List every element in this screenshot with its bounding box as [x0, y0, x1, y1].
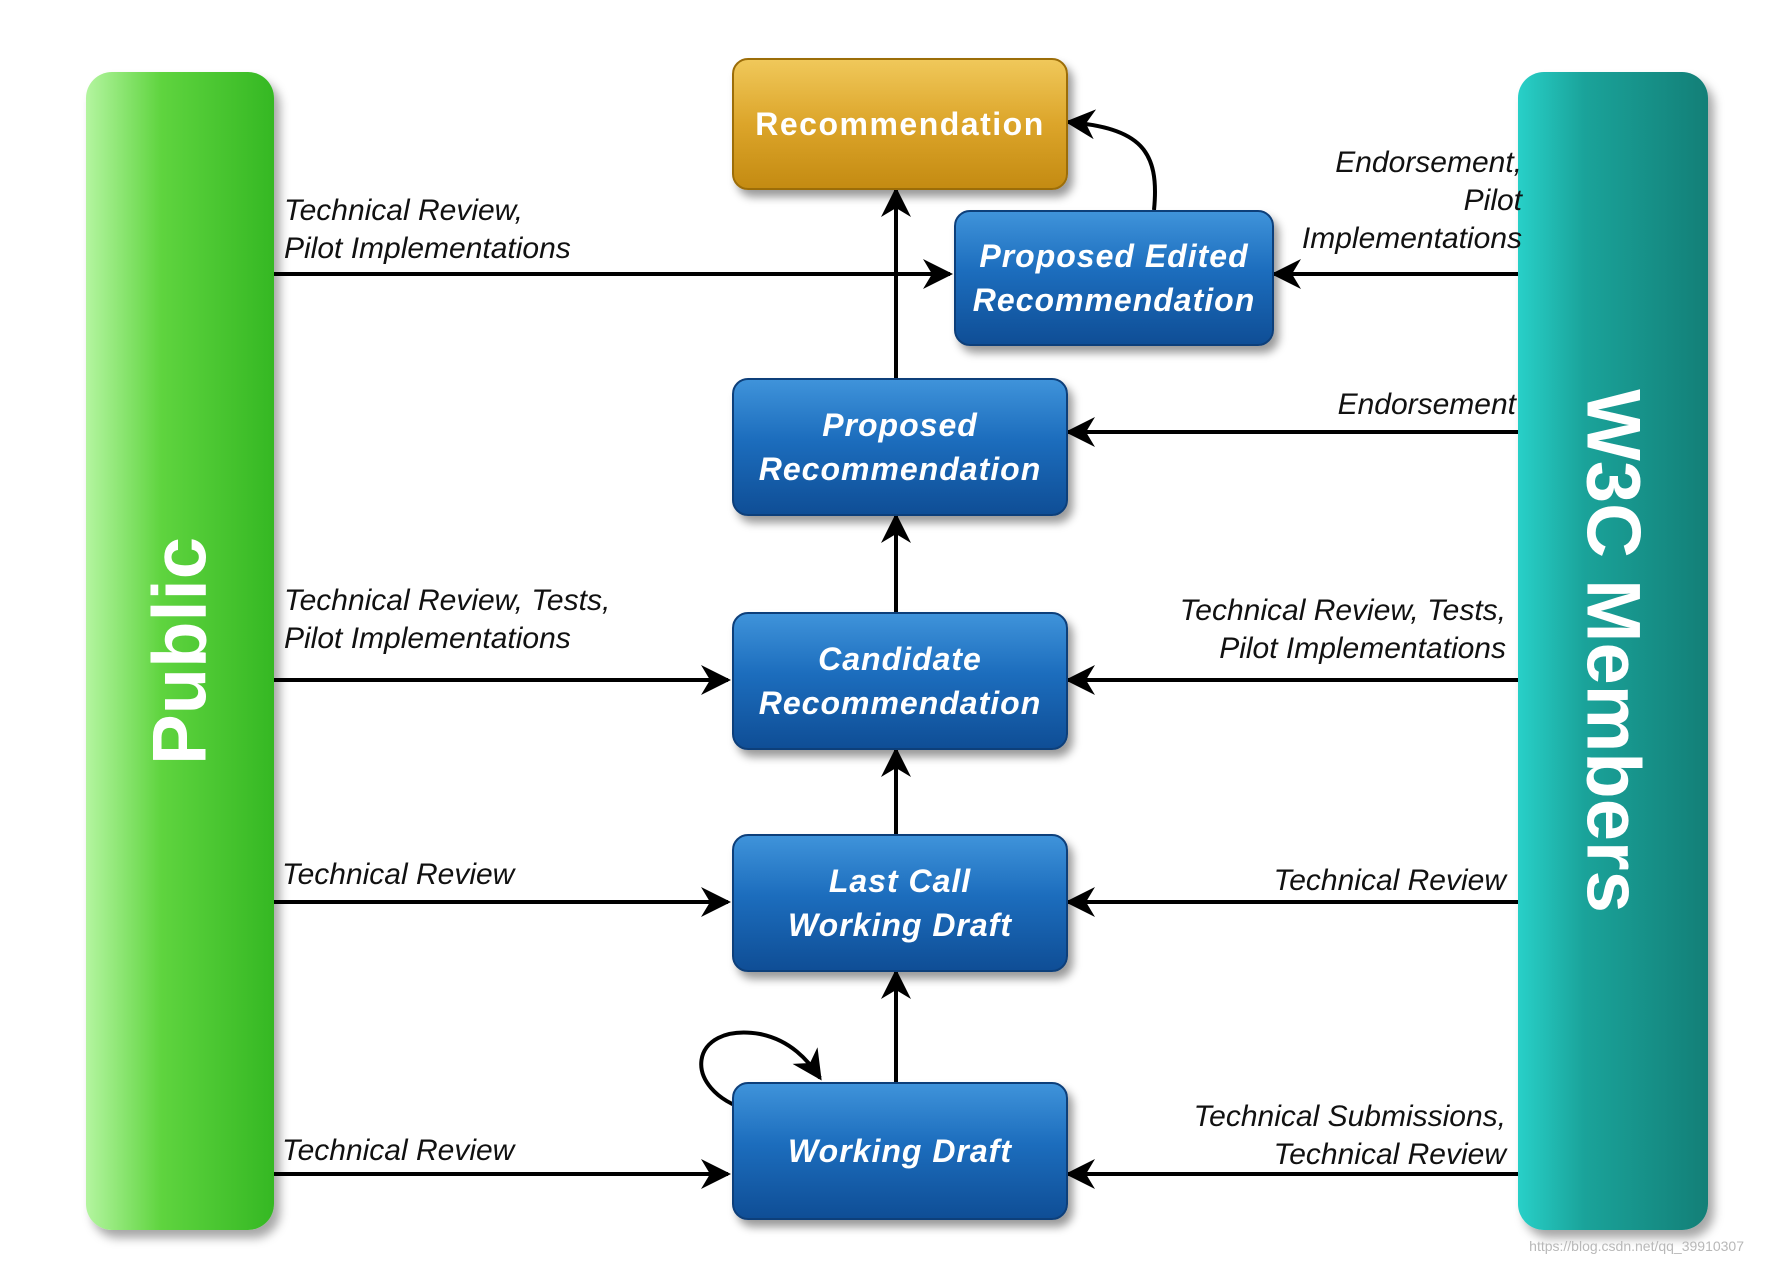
public-edge-label-last-call: Technical Review	[282, 858, 515, 891]
stage-recommendation: Recommendation	[732, 58, 1068, 190]
member-edge-label-candidate: Technical Review, Tests, Pilot Implement…	[1179, 594, 1506, 665]
public-edge-label-candidate: Technical Review, Tests, Pilot Implement…	[284, 584, 611, 655]
w3c-members-lane-label: W3C Members	[1570, 389, 1656, 913]
public-lane: Public	[86, 72, 274, 1230]
stage-working-draft: Working Draft	[732, 1082, 1068, 1220]
member-edge-label-working-draft: Technical Submissions, Technical Review	[1193, 1100, 1506, 1171]
stage-last-call-label: Last Call Working Draft	[788, 863, 1012, 943]
public-lane-label: Public	[137, 536, 223, 766]
stage-proposed-label: Proposed Recommendation	[758, 407, 1042, 487]
arrow-per-to-rec	[1065, 109, 1157, 211]
public-edge-label-working-draft: Technical Review	[282, 1134, 515, 1167]
member-edge-label-last-call: Technical Review	[1273, 864, 1506, 897]
stage-proposed-recommendation: Proposed Recommendation	[732, 378, 1068, 516]
stage-proposed-edited-label: Proposed Edited Recommendation	[972, 238, 1256, 318]
stage-recommendation-label: Recommendation	[755, 106, 1045, 142]
stage-last-call-working-draft: Last Call Working Draft	[732, 834, 1068, 972]
arrow-wd-self-loop	[699, 1030, 822, 1112]
member-edge-label-proposed-edited: Endorsement, Pilot Implementations	[1301, 146, 1522, 255]
stage-candidate-label: Candidate Recommendation	[758, 641, 1042, 721]
stage-candidate-recommendation: Candidate Recommendation	[732, 612, 1068, 750]
member-edge-label-proposed: Endorsement	[1337, 388, 1516, 421]
stage-working-draft-label: Working Draft	[788, 1133, 1012, 1169]
public-edge-label-proposed-edited: Technical Review, Pilot Implementations	[284, 194, 571, 265]
watermark-text: https://blog.csdn.net/qq_39910307	[1529, 1238, 1744, 1254]
w3c-members-lane: W3C Members	[1518, 72, 1708, 1230]
stage-proposed-edited-recommendation: Proposed Edited Recommendation	[954, 210, 1274, 346]
